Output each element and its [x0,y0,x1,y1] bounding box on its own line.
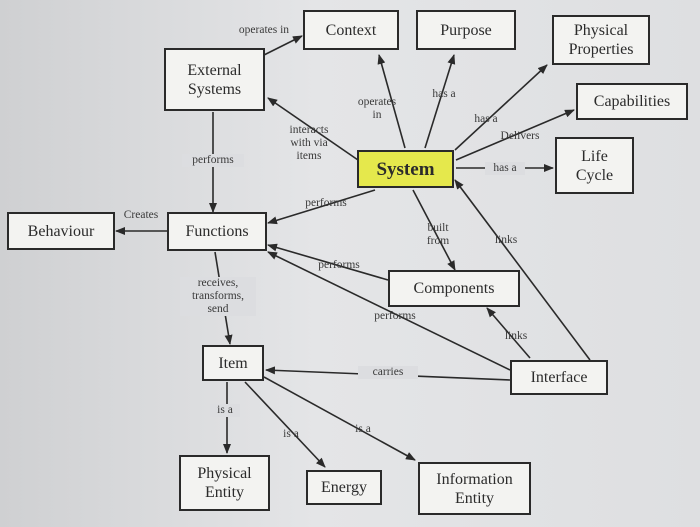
label-interacts-with-via-items: interacts with via items [289,124,329,162]
node-physical-properties: Physical Properties [552,15,650,65]
edge-system-purpose [424,54,456,149]
node-components: Components [388,270,520,307]
edge-ext-context [263,35,303,56]
node-information-entity: Information Entity [418,462,531,515]
node-interface: Interface [510,360,608,395]
label-carries: carries [358,366,418,379]
node-capabilities: Capabilities [576,83,688,120]
label-links-sys: links [494,234,518,246]
label-has-a-purpose: has a [432,88,456,100]
label-is-a-physentity: is a [210,404,240,417]
label-operates-in-sys: operates in [357,96,397,121]
node-physical-entity: Physical Entity [179,455,270,511]
edge-system-functions [267,189,376,225]
node-energy: Energy [306,470,382,505]
label-receives-transforms-send: receives, transforms, send [180,277,256,316]
label-creates: Creates [123,209,159,221]
edge-system-physprops [454,64,548,151]
label-operates-in-ext: operates in [238,24,290,36]
edge-item-energy [244,381,326,468]
edge-interface-system [454,179,591,361]
edge-interface-functions [267,251,511,371]
node-external-systems: External Systems [164,48,265,111]
edge-components-functions [267,243,389,281]
edge-item-infoentity [263,376,416,461]
label-links-comp: links [504,330,528,342]
edge-system-components [412,189,456,271]
label-built-from: built from [426,222,450,247]
label-performs-sys: performs [305,197,347,209]
label-is-a-energy: is a [283,428,299,440]
label-is-a-infoentity: is a [355,423,371,435]
edge-interface-components [486,307,531,359]
node-context: Context [303,10,399,50]
node-life-cycle: Life Cycle [555,137,634,194]
label-performs-comp: performs [318,259,360,271]
label-has-a-lifecycle: has a [485,162,525,175]
edge-system-extsys [267,97,359,161]
label-performs-ext: performs [182,154,244,167]
node-functions: Functions [167,212,267,251]
edge-system-capabilities [455,109,575,161]
node-behaviour: Behaviour [7,212,115,250]
node-system: System [357,150,454,188]
node-purpose: Purpose [416,10,516,50]
label-has-a-physprops: has a [474,113,498,125]
label-performs-iface: performs [374,310,416,322]
label-delivers: Delivers [500,130,540,142]
node-item: Item [202,345,264,381]
edge-system-context [377,54,406,149]
